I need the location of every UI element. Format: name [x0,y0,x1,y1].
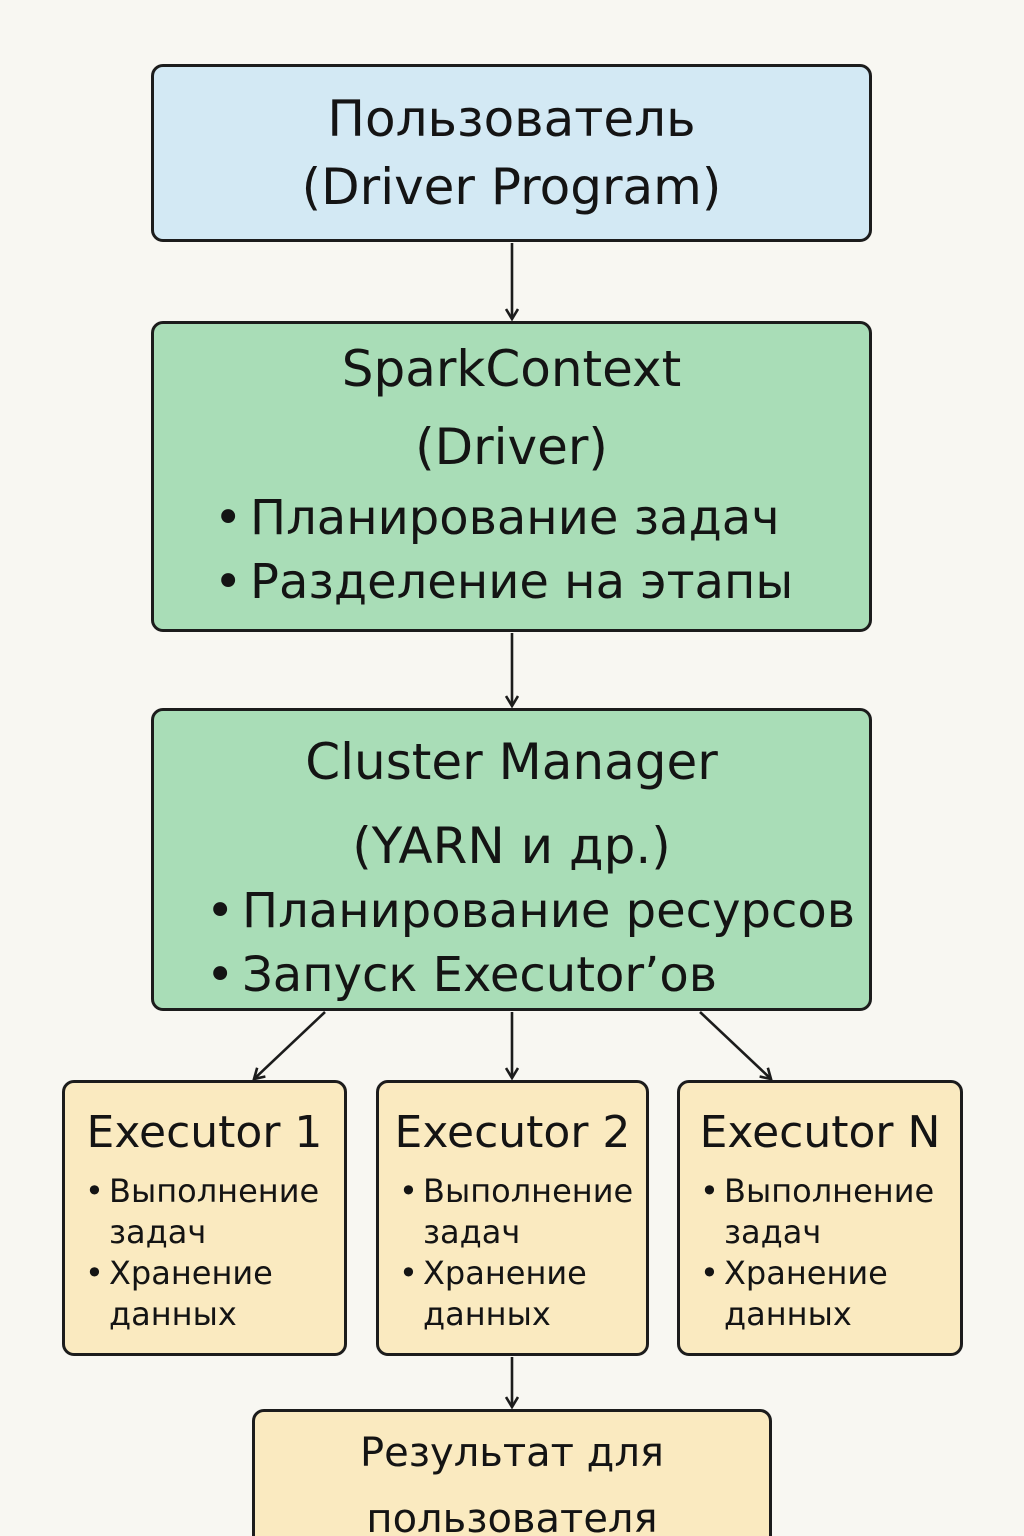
bullet-line: Хранение [109,1254,273,1292]
executor-n-bullet-task-execution: • Выполнение задач [700,1171,960,1253]
bullet-line: задач [423,1213,521,1251]
bullet-line: данных [724,1295,852,1333]
cluster-box-bullet-list: • Планирование ресурсов • Запуск Executo… [206,879,869,1007]
cluster-bullet-executor-launch: • Запуск Executor’ов [206,943,869,1007]
bullet-dot: • [206,947,235,1003]
bullet-dot: • [700,1254,719,1292]
spark-box-title-line1: SparkContext [341,340,682,398]
executor-2-box: Executor 2 • Выполнение задач • Хранение… [376,1080,649,1356]
bullet-dot: • [214,490,243,546]
arrow-cluster-to-executor-1 [254,1011,326,1079]
executor-1-bullet-data-storage: • Хранение данных [85,1253,344,1335]
sparkcontext-driver-box: SparkContext (Driver) • Планирование зад… [151,321,872,632]
executor-n-title: Executor N [699,1107,941,1158]
bullet-dot: • [85,1254,104,1292]
executor-2-bullet-data-storage: • Хранение данных [399,1253,646,1335]
bullet-dot: • [700,1172,719,1210]
executor-1-title: Executor 1 [86,1107,323,1158]
spark-bullet-stage-split: • Разделение на этапы [214,550,869,614]
bullet-dot: • [206,883,235,939]
executor-1-bullet-task-execution: • Выполнение задач [85,1171,344,1253]
user-driver-program-box: Пользователь (Driver Program) [151,64,872,242]
user-box-title-line2: (Driver Program) [301,158,722,216]
result-box-title-line1: Результат для [360,1430,664,1476]
cluster-bullet-text: Планирование ресурсов [242,883,855,939]
arrow-cluster-to-executor-n [699,1011,771,1079]
result-for-user-box: Результат для пользователя [252,1409,772,1536]
cluster-box-title-line2: (YARN и др.) [352,817,671,875]
executor-1-bullet-list: • Выполнение задач • Хранение данных [85,1171,344,1335]
bullet-line: задач [724,1213,822,1251]
spark-box-bullet-list: • Планирование задач • Разделение на эта… [214,486,869,614]
bullet-line: Выполнение [109,1172,320,1210]
bullet-dot: • [214,554,243,610]
bullet-line: данных [109,1295,237,1333]
executor-2-bullet-task-execution: • Выполнение задач [399,1171,646,1253]
bullet-line: Выполнение [724,1172,935,1210]
bullet-line: Хранение [423,1254,587,1292]
cluster-bullet-text: Запуск Executor’ов [242,947,718,1003]
bullet-line: Хранение [724,1254,888,1292]
spark-bullet-text: Разделение на этапы [250,554,794,610]
cluster-manager-box: Cluster Manager (YARN и др.) • Планирова… [151,708,872,1011]
user-box-title-line1: Пользователь [327,90,696,148]
executor-n-bullet-list: • Выполнение задач • Хранение данных [700,1171,960,1335]
result-box-title-line2: пользователя [366,1496,658,1536]
executor-1-box: Executor 1 • Выполнение задач • Хранение… [62,1080,347,1356]
spark-bullet-task-planning: • Планирование задач [214,486,869,550]
executor-n-bullet-data-storage: • Хранение данных [700,1253,960,1335]
cluster-bullet-resource-planning: • Планирование ресурсов [206,879,869,943]
cluster-box-title-line1: Cluster Manager [305,733,718,791]
executor-2-title: Executor 2 [394,1107,631,1158]
spark-bullet-text: Планирование задач [250,490,780,546]
bullet-dot: • [399,1172,418,1210]
bullet-line: задач [109,1213,207,1251]
bullet-line: Выполнение [423,1172,634,1210]
bullet-line: данных [423,1295,551,1333]
bullet-dot: • [85,1172,104,1210]
executor-2-bullet-list: • Выполнение задач • Хранение данных [399,1171,646,1335]
bullet-dot: • [399,1254,418,1292]
executor-n-box: Executor N • Выполнение задач • Хранение… [677,1080,963,1356]
spark-box-title-line2: (Driver) [415,418,608,476]
